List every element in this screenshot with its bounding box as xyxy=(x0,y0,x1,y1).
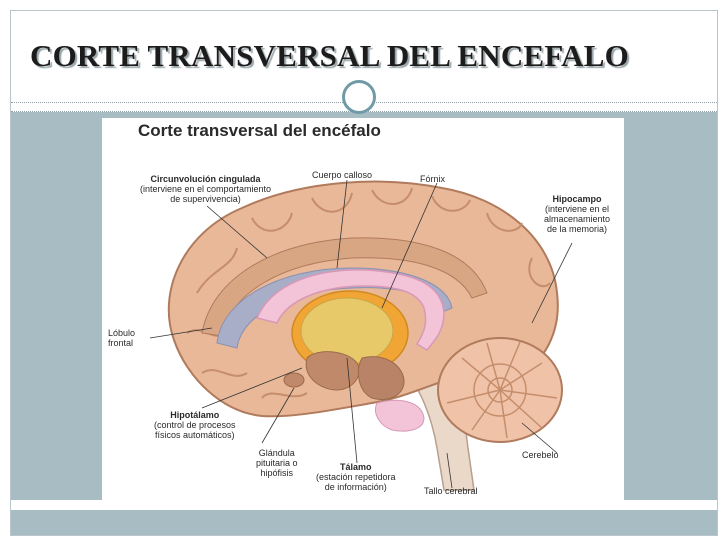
label-desc: (interviene en el xyxy=(545,204,610,214)
label-glandula-pituitaria: Glándula pituitaria o hipófisis xyxy=(256,448,298,478)
label-name: Cerebelo xyxy=(522,450,559,460)
label-circunvolucion-cingulada: Circunvolución cingulada (interviene en … xyxy=(140,174,271,204)
label-desc: de supervivencia) xyxy=(170,194,241,204)
gyri-folds xyxy=(186,187,551,399)
label-name: Circunvolución cingulada xyxy=(150,174,261,184)
label-name: Hipocampo xyxy=(552,194,602,204)
label-desc: de información) xyxy=(324,482,387,492)
hypothalamus xyxy=(305,351,360,391)
label-desc: almacenamiento xyxy=(544,214,611,224)
cerebellum xyxy=(437,337,563,443)
label-cuerpo-calloso: Cuerpo calloso xyxy=(312,170,372,180)
brain-figure: Corte transversal del encéfalo Circunvol… xyxy=(102,118,624,500)
pons xyxy=(375,399,425,432)
label-desc: Glándula xyxy=(258,448,295,458)
label-fornix: Fórnix xyxy=(420,174,445,184)
label-desc: pituitaria o xyxy=(256,458,298,468)
figure-title: Corte transversal del encéfalo xyxy=(138,121,381,140)
cingulate-gyrus xyxy=(201,237,488,337)
label-cerebelo: Cerebelo xyxy=(522,450,559,460)
label-lobulo-frontal: Lóbulo frontal xyxy=(108,328,135,348)
label-desc: (interviene en el comportamiento xyxy=(140,184,272,194)
label-talamo: Tálamo (estación repetidora de informaci… xyxy=(316,462,396,492)
label-desc: físicos automáticos) xyxy=(155,430,235,440)
label-name: Cuerpo calloso xyxy=(312,170,373,180)
label-name: Tálamo xyxy=(340,462,372,472)
label-desc: de la memoria) xyxy=(547,224,608,234)
circle-ornament-icon xyxy=(342,80,376,114)
corpus-callosum xyxy=(255,269,445,351)
label-desc: hipófisis xyxy=(260,468,294,478)
label-name: Hipotálamo xyxy=(170,410,220,420)
midbrain xyxy=(357,356,405,401)
pituitary-gland xyxy=(283,372,305,388)
label-desc: (control de procesos xyxy=(154,420,236,430)
label-desc: frontal xyxy=(108,338,134,348)
label-tallo-cerebral: Tallo cerebral xyxy=(424,486,478,496)
label-name: Fórnix xyxy=(420,174,446,184)
label-hipotalamo: Hipotálamo (control de procesos físicos … xyxy=(154,410,236,440)
slide-title: CORTE TRANSVERSAL DEL ENCEFALO xyxy=(30,38,629,73)
label-name: Tallo cerebral xyxy=(424,486,478,496)
label-hipocampo: Hipocampo (interviene en el almacenamien… xyxy=(544,194,610,234)
footer-band xyxy=(11,510,717,535)
leader-lines xyxy=(149,179,573,489)
label-desc: (estación repetidora xyxy=(316,472,396,482)
brain-illustration xyxy=(149,179,573,491)
label-desc: Lóbulo xyxy=(108,328,136,338)
